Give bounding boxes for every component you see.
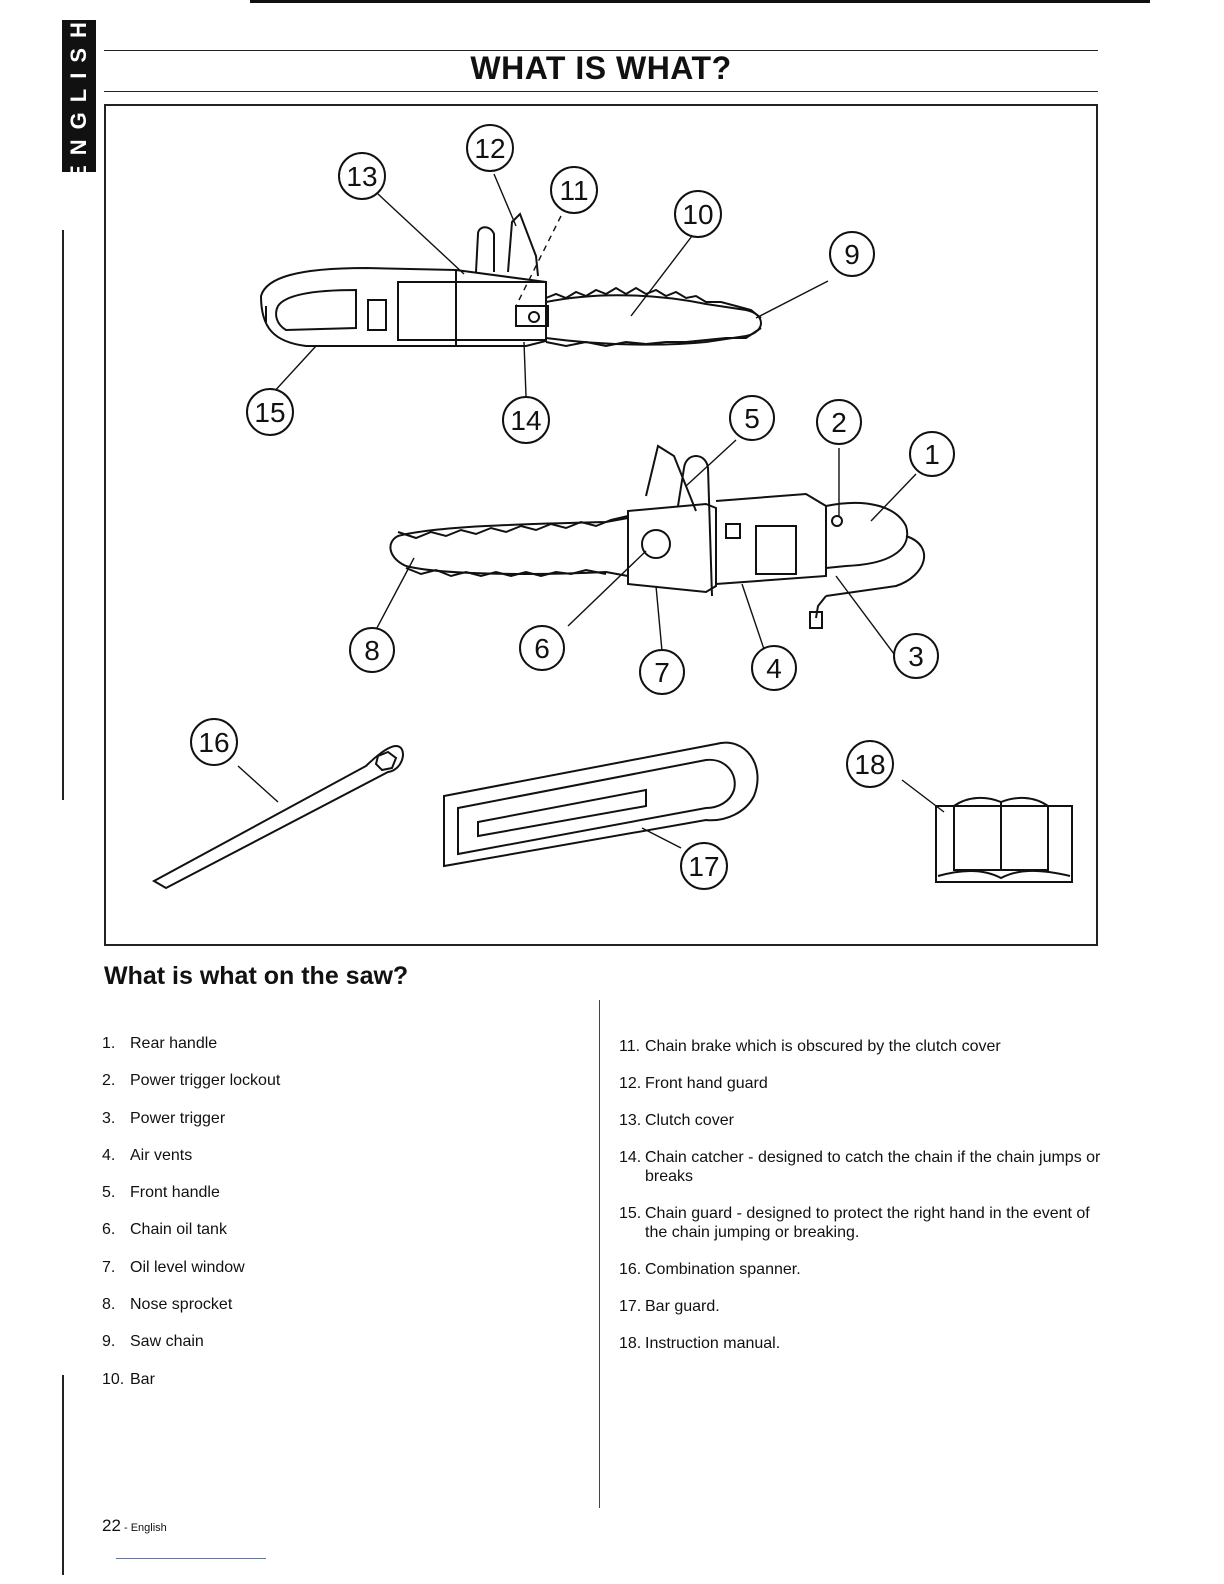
instruction-manual-drawing [936, 798, 1072, 882]
language-side-tab: ENGLISH [62, 20, 96, 172]
footer-separator: - [121, 1522, 131, 1534]
svg-text:2: 2 [831, 407, 847, 438]
section-heading: What is what on the saw? [104, 962, 408, 991]
footer-language: English [131, 1522, 167, 1534]
list-item: 17.Bar guard. [619, 1297, 1104, 1334]
parts-list-left: 1.Rear handle 2.Power trigger lockout 3.… [102, 1034, 572, 1407]
callout-3: 3 [894, 634, 938, 678]
svg-text:16: 16 [198, 727, 229, 758]
parts-list-right: 11.Chain brake which is obscured by the … [619, 1037, 1104, 1371]
callout-12: 12 [467, 125, 513, 171]
list-item: 13.Clutch cover [619, 1111, 1104, 1148]
svg-text:3: 3 [908, 641, 924, 672]
callout-18: 18 [847, 741, 893, 787]
page-number: 22 [102, 1516, 121, 1535]
callout-1: 1 [910, 432, 954, 476]
list-item: 15.Chain guard - designed to protect the… [619, 1204, 1104, 1260]
svg-text:8: 8 [364, 635, 380, 666]
svg-text:7: 7 [654, 657, 670, 688]
list-item: 4.Air vents [102, 1146, 572, 1183]
svg-text:6: 6 [534, 633, 550, 664]
callout-17: 17 [681, 843, 727, 889]
callout-11: 11 [551, 167, 597, 213]
column-divider [599, 1000, 600, 1508]
svg-text:10: 10 [682, 199, 713, 230]
margin-line [62, 230, 64, 800]
callout-5: 5 [730, 396, 774, 440]
parts-diagram: 1 2 3 4 5 6 7 8 9 10 11 12 13 14 15 16 1… [106, 106, 1096, 944]
svg-text:12: 12 [474, 133, 505, 164]
list-item: 14.Chain catcher - designed to catch the… [619, 1148, 1104, 1204]
page-title: WHAT IS WHAT? [104, 50, 1098, 87]
callout-15: 15 [247, 389, 293, 435]
svg-text:14: 14 [510, 405, 541, 436]
callout-6: 6 [520, 626, 564, 670]
callout-10: 10 [675, 191, 721, 237]
callout-16: 16 [191, 719, 237, 765]
language-side-tab-label: ENGLISH [66, 12, 92, 180]
list-item: 3.Power trigger [102, 1109, 572, 1146]
callout-2: 2 [817, 400, 861, 444]
svg-text:15: 15 [254, 397, 285, 428]
svg-text:5: 5 [744, 403, 760, 434]
list-item: 2.Power trigger lockout [102, 1071, 572, 1108]
margin-line [62, 1375, 64, 1575]
svg-text:4: 4 [766, 653, 782, 684]
svg-text:9: 9 [844, 239, 860, 270]
callout-7: 7 [640, 650, 684, 694]
list-item: 9.Saw chain [102, 1332, 572, 1369]
title-rule-bottom [104, 91, 1098, 92]
bottom-rule [116, 1558, 266, 1559]
list-item: 12.Front hand guard [619, 1074, 1104, 1111]
list-item: 10.Bar [102, 1370, 572, 1407]
svg-text:18: 18 [854, 749, 885, 780]
leader-lines [238, 174, 944, 848]
callout-4: 4 [752, 646, 796, 690]
list-item: 1.Rear handle [102, 1034, 572, 1071]
list-item: 11.Chain brake which is obscured by the … [619, 1037, 1104, 1074]
top-rule [250, 0, 1150, 3]
list-item: 6.Chain oil tank [102, 1220, 572, 1257]
callout-14: 14 [503, 397, 549, 443]
callout-9: 9 [830, 232, 874, 276]
combination-spanner-drawing [154, 746, 403, 888]
svg-text:1: 1 [924, 439, 940, 470]
callout-8: 8 [350, 628, 394, 672]
list-item: 7.Oil level window [102, 1258, 572, 1295]
parts-illustration: 1 2 3 4 5 6 7 8 9 10 11 12 13 14 15 16 1… [104, 104, 1098, 946]
list-item: 16.Combination spanner. [619, 1260, 1104, 1297]
svg-text:13: 13 [346, 161, 377, 192]
list-item: 5.Front handle [102, 1183, 572, 1220]
page-footer: 22 - English [102, 1516, 167, 1536]
svg-text:11: 11 [559, 175, 588, 206]
list-item: 18.Instruction manual. [619, 1334, 1104, 1371]
svg-text:17: 17 [688, 851, 719, 882]
list-item: 8.Nose sprocket [102, 1295, 572, 1332]
callout-13: 13 [339, 153, 385, 199]
